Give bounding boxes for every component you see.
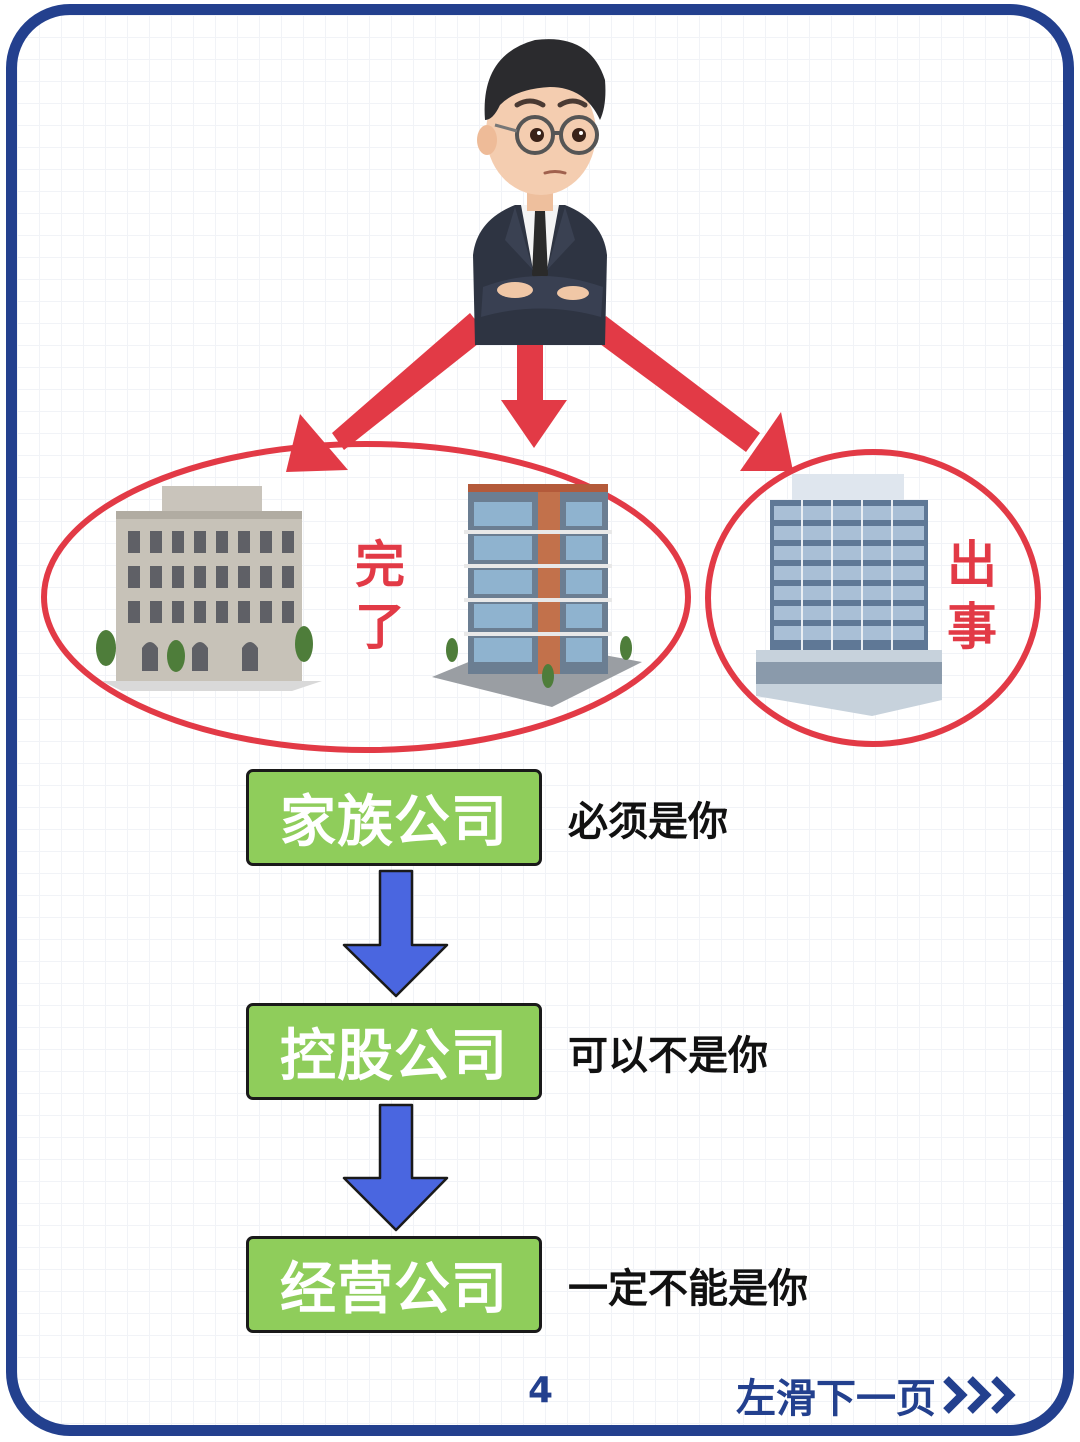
next-page-hint[interactable]: 左滑下一页: [736, 1366, 1022, 1424]
holding-company-note: 可以不是你: [568, 1032, 768, 1079]
modern-office-building-image: [432, 484, 642, 707]
left-group-label: 完 了: [350, 534, 410, 658]
blue-down-arrow-2-icon: [342, 1103, 449, 1232]
page-number: 4: [528, 1370, 554, 1411]
next-page-label: 左滑下一页: [736, 1376, 936, 1422]
red-arrow-left-icon: [286, 313, 488, 472]
label-char: 完: [355, 536, 405, 594]
right-group-circle: [705, 449, 1041, 747]
label-char: 事: [947, 598, 997, 656]
triple-chevron-right-icon: [943, 1376, 1016, 1414]
blue-down-arrow-1-icon: [342, 869, 449, 998]
classic-stone-building-image: [96, 486, 322, 691]
glass-office-tower-image: [756, 474, 942, 716]
holding-company-box: 控股公司: [246, 1003, 542, 1100]
left-group-ellipse: [41, 441, 691, 753]
operating-company-note: 一定不能是你: [568, 1265, 808, 1312]
operating-company-box: 经营公司: [246, 1236, 542, 1333]
family-company-note: 必须是你: [568, 798, 728, 845]
businessman-avatar: [473, 39, 607, 345]
family-company-box: 家族公司: [246, 769, 542, 866]
red-arrow-right-icon: [592, 316, 793, 471]
red-arrow-down-icon: [501, 340, 567, 448]
label-char: 了: [355, 598, 405, 656]
label-char: 出: [947, 536, 997, 594]
right-group-label: 出 事: [942, 534, 1002, 658]
